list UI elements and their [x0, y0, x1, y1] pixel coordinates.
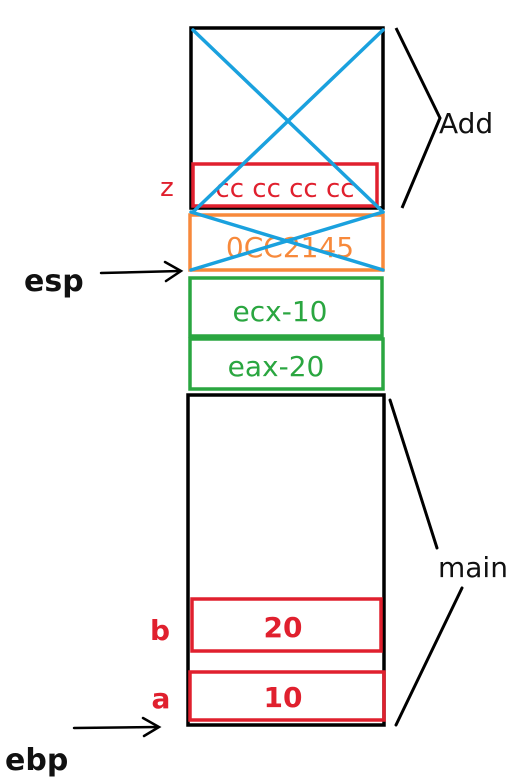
ebp-arrow	[72, 716, 162, 738]
a-cell-value: 10	[264, 681, 303, 714]
esp-arrow	[99, 260, 184, 283]
eax-cell-box	[188, 337, 385, 391]
esp-label: esp	[24, 264, 84, 299]
add-brace	[394, 27, 442, 209]
b-label: b	[150, 614, 170, 647]
main-brace-lower	[394, 586, 464, 727]
return-address-cross	[189, 210, 385, 272]
ecx-cell-value: ecx-10	[233, 295, 328, 328]
a-cell-box	[188, 670, 386, 722]
return-address-box	[188, 213, 385, 272]
ebp-label: ebp	[5, 743, 68, 778]
add-frame-box	[189, 26, 385, 210]
eax-cell-value: eax-20	[228, 350, 325, 383]
add-frame-cross	[191, 28, 385, 214]
main-brace	[388, 398, 439, 550]
add-frame-label: Add	[439, 107, 493, 140]
main-frame-box	[186, 393, 386, 727]
z-cell-value: cc cc cc cc	[215, 174, 354, 204]
z-label: z	[160, 173, 174, 203]
a-label: a	[152, 682, 171, 715]
b-cell-box	[190, 597, 383, 653]
main-frame-label: main	[438, 551, 508, 584]
z-cell-box	[191, 162, 379, 208]
return-address-value: 0CC2145	[226, 231, 354, 264]
b-cell-value: 20	[264, 611, 303, 644]
ecx-cell-box	[188, 276, 384, 338]
